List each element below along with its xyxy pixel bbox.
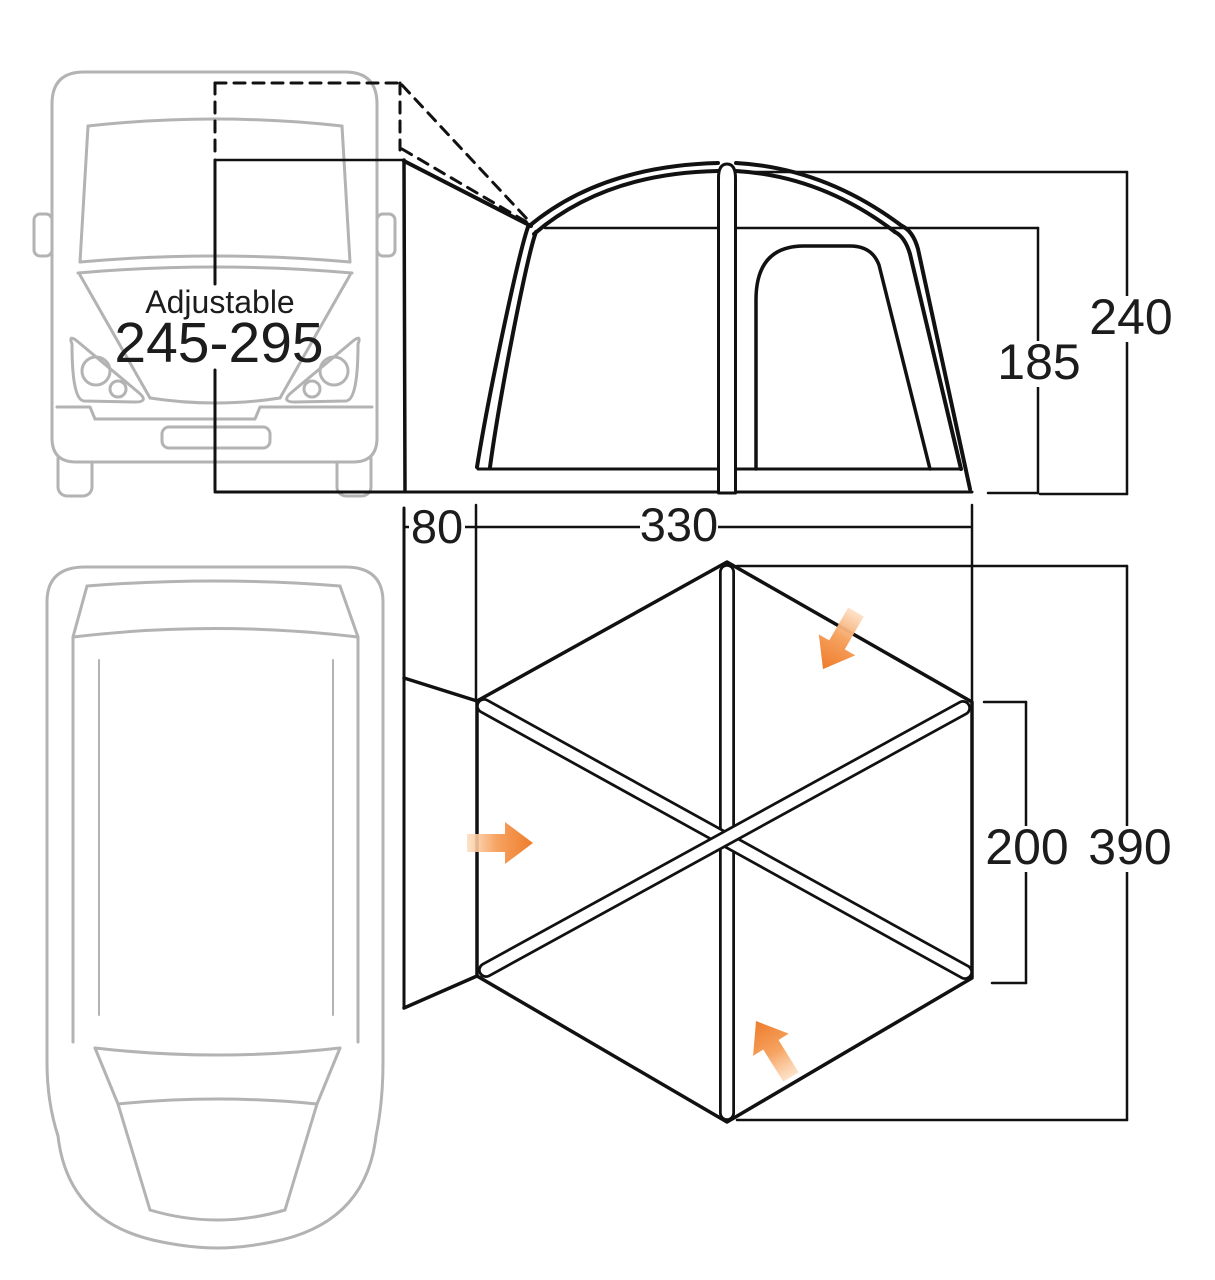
van-front-headlight-right-lamp (318, 355, 350, 387)
adjustable-label: Adjustable (145, 284, 294, 320)
van-top-windshield-top (93, 1046, 342, 1057)
van-front-windshield-top (86, 117, 344, 128)
front-beam-inner (488, 230, 538, 469)
side-centre-pole (717, 162, 737, 495)
diagram-labels: Adjustable 245-295 240 185 80 330 200 39… (114, 284, 1172, 875)
van-top-rear-panel-bottom (71, 627, 360, 639)
rear-beam-inner (893, 230, 963, 471)
van-top-body (45, 565, 385, 1250)
dashed-diagonal-lower (400, 147, 532, 226)
van-front-headlight-left (69, 336, 145, 404)
van-front-headlight-right-lamp-small (302, 379, 322, 399)
door-arrow-top-right-icon (818, 607, 864, 670)
van-front-mirror-right (375, 212, 397, 258)
van-front-headlight-left-lamp-small (108, 379, 128, 399)
van-top-windshield-bottom (116, 1097, 319, 1106)
awning-plan-view (402, 503, 1129, 1124)
van-top-rear-panel-top (85, 579, 342, 588)
van-front-hood-right (278, 273, 352, 400)
plan-cowl-top (402, 676, 479, 703)
van-front-headlight-right (285, 336, 361, 404)
van-top-hood-left (116, 1102, 152, 1212)
front-beam-outer (475, 225, 530, 469)
side-door-outline (754, 244, 932, 471)
door-arrow-left-icon (467, 822, 533, 864)
rear-beam-outer (900, 224, 972, 491)
van-top-hood-front (148, 1208, 287, 1222)
van-front-pillar-left (78, 124, 90, 264)
roof-beam-inner (532, 169, 897, 236)
dim-390-label: 390 (1088, 819, 1171, 875)
door-arrow-bottom-right-icon (753, 1021, 799, 1082)
adjustable-range-label: 245-295 (114, 311, 323, 375)
van-top-rear-pillar-left (71, 584, 89, 639)
van-front-headlight-left-lamp (80, 355, 112, 387)
van-front-mirror-left (32, 212, 54, 258)
van-top-pillar-right (315, 1046, 342, 1106)
side-cowl-edge-left (402, 158, 407, 492)
dashed-diagonal-upper (400, 83, 530, 222)
dim-240-label: 240 (1089, 289, 1172, 345)
van-front-hood-left (78, 273, 152, 400)
pole-diagonal-b-fill (480, 702, 969, 976)
van-front-bumper (55, 405, 374, 421)
plan-cowl-bottom (402, 974, 479, 1010)
van-top-pillar-left (93, 1046, 120, 1106)
dim-185-label: 185 (997, 334, 1080, 390)
van-front-pillar-right (340, 124, 352, 264)
roof-poles (476, 564, 973, 1121)
door-arrows (467, 607, 864, 1082)
side-cowl-edge-top (402, 159, 533, 228)
dim-330-label: 330 (640, 498, 718, 551)
dim-80-label: 80 (411, 500, 463, 553)
van-top-hood-right (283, 1102, 319, 1212)
adjustable-projection-dashes (213, 81, 532, 226)
awning-side-view (213, 81, 1129, 496)
label-backgrounds (409, 296, 1172, 872)
dim-200-label: 200 (985, 819, 1068, 875)
van-top-view (45, 565, 385, 1250)
roof-beam-outer (526, 161, 904, 229)
van-top-rear-pillar-right (338, 584, 360, 639)
